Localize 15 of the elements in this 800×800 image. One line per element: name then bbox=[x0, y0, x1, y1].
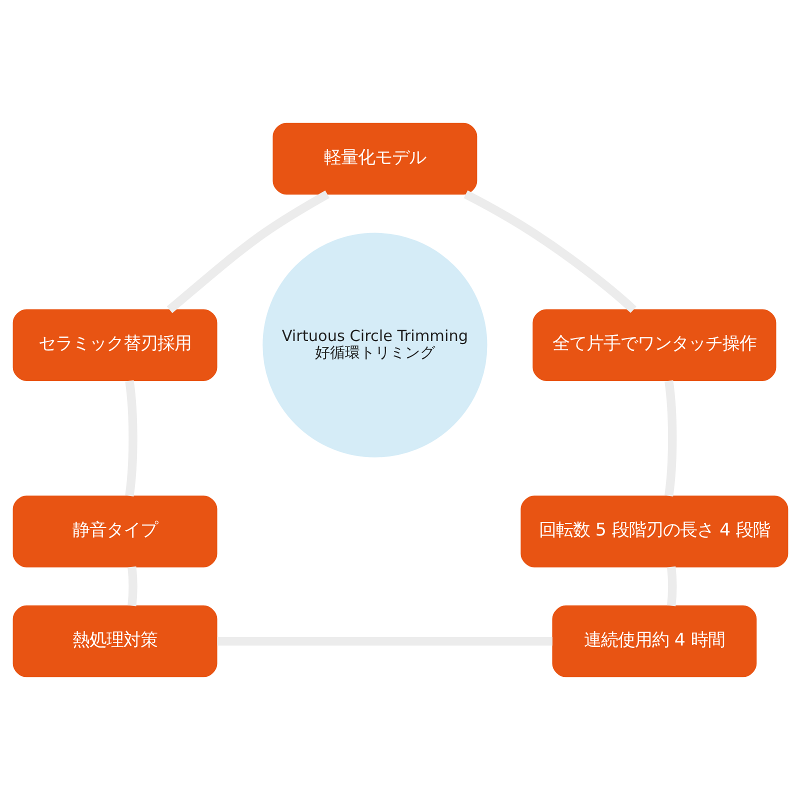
connector bbox=[216, 636, 552, 646]
node-box: 静音タイプ bbox=[12, 496, 217, 568]
node-box: 熱処理対策 bbox=[12, 605, 217, 678]
node-box: 全て片手でワンタッチ操作 bbox=[532, 309, 776, 381]
node-box: セラミック替刃採用 bbox=[12, 309, 217, 381]
node-box: 回転数 5 段階刃の長さ 4 段階 bbox=[520, 496, 788, 568]
node-box: 連続使用約 4 時間 bbox=[552, 605, 756, 678]
connector bbox=[127, 566, 137, 606]
connector bbox=[666, 566, 676, 606]
node-circle: Virtuous Circle Trimming 好循環トリミング bbox=[262, 232, 487, 458]
connector bbox=[166, 190, 329, 314]
connector bbox=[463, 190, 636, 313]
node-box: 軽量化モデル bbox=[272, 122, 477, 195]
connector bbox=[664, 380, 676, 496]
connector bbox=[124, 380, 137, 496]
